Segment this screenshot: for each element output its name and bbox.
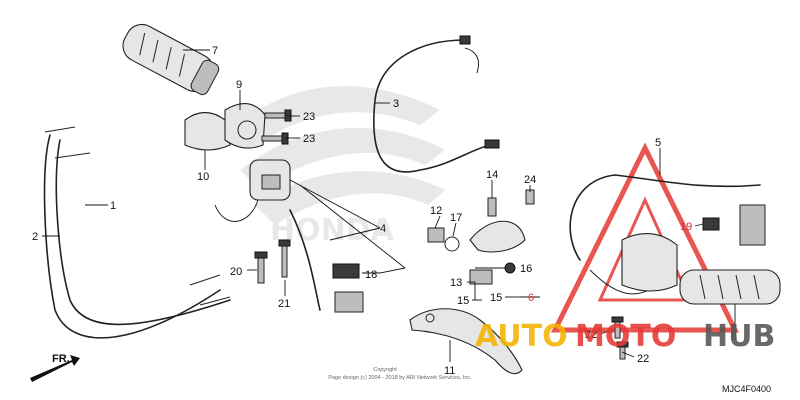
copyright-line-1: Copyright — [373, 367, 397, 373]
callout-22-lower: 22 — [637, 353, 649, 365]
callout-23-lower: 23 — [303, 133, 315, 145]
callout-4: 4 — [380, 223, 386, 235]
watermark-hub: HUB — [703, 319, 775, 354]
bolt-21-part — [278, 239, 291, 278]
honda-wing-logo: HONDA — [230, 86, 445, 248]
callout-19: 19 — [680, 221, 692, 233]
screw-22-upper — [611, 316, 624, 339]
left-grip-part — [679, 269, 781, 305]
nut-16-part — [504, 262, 516, 274]
callout-14: 14 — [486, 169, 498, 181]
bolt-14-part — [487, 197, 497, 217]
callout-8: 8 — [731, 331, 737, 343]
throttle-cables-part — [43, 126, 231, 339]
diagram-code: MJC4F0400 — [722, 384, 771, 394]
pivot-12-part — [427, 227, 445, 243]
callout-10: 10 — [197, 171, 209, 183]
callout-13: 13 — [450, 277, 462, 289]
callout-20: 20 — [230, 266, 242, 278]
clutch-lever-part — [409, 308, 523, 375]
callout-17: 17 — [450, 212, 462, 224]
watermark-auto: AUTO — [475, 319, 568, 354]
right-switch-part — [214, 159, 364, 313]
connector-18-part — [332, 263, 360, 279]
washer-17-part — [444, 236, 460, 252]
left-switch-part — [569, 174, 766, 295]
leader-lines — [42, 49, 736, 362]
front-direction-label: FR. — [52, 353, 70, 365]
bolt-24-part — [525, 189, 535, 205]
watermark-moto: MOTO — [575, 319, 676, 354]
callout-2: 2 — [32, 231, 38, 243]
callout-6: 6 — [528, 292, 534, 304]
callout-23-upper: 23 — [303, 111, 315, 123]
throttle-housing-part — [184, 103, 266, 151]
watermark-brand: AUTO MOTO HUB — [475, 319, 775, 354]
callout-12: 12 — [430, 205, 442, 217]
honda-logo-text: HONDA — [270, 213, 395, 248]
clutch-cable-part — [373, 35, 500, 173]
callout-18: 18 — [365, 269, 377, 281]
callout-labels: 7 9 23 23 10 1 2 3 4 18 20 21 12 17 14 2… — [32, 45, 737, 377]
lever-bracket-17-part — [469, 220, 526, 253]
callout-1: 1 — [110, 200, 116, 212]
clutch-switch-6-part — [469, 269, 493, 285]
callout-9: 9 — [236, 79, 242, 91]
callout-3: 3 — [393, 98, 399, 110]
callout-21: 21 — [278, 298, 290, 310]
callout-16: 16 — [520, 263, 532, 275]
callout-22-upper: 22 — [585, 329, 597, 341]
screw-23-upper — [264, 109, 292, 122]
screw-23-lower — [261, 132, 289, 145]
copyright-line-2: Page design (c) 2004 - 2018 by ARI Netwo… — [328, 375, 472, 381]
callout-7: 7 — [212, 45, 218, 57]
front-direction-arrow: FR. — [30, 353, 80, 382]
callout-24: 24 — [524, 174, 536, 186]
throttle-grip-part — [122, 23, 220, 96]
callout-15-left: 15 — [457, 295, 469, 307]
callout-15-right: 15 — [490, 292, 502, 304]
callout-5: 5 — [655, 137, 661, 149]
callout-11: 11 — [444, 365, 455, 377]
bolt-20-part — [254, 251, 268, 284]
